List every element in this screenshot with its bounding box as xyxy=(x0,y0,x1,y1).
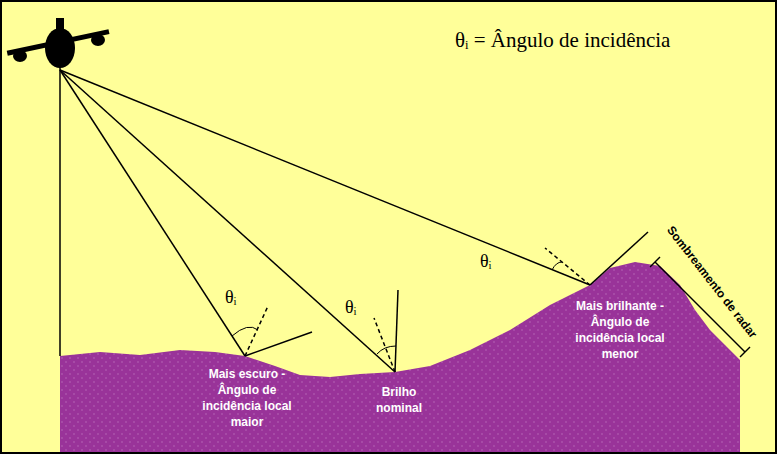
angle-symbol: θᵢ xyxy=(343,298,359,318)
formula-title: θᵢ = Ângulo de incidência xyxy=(455,28,670,53)
terrain-label: Mais escuro - Ângulo de incidência local… xyxy=(188,366,306,430)
terrain-label: Mais brilhante - Ângulo de incidência lo… xyxy=(560,298,680,362)
angle-symbol: θᵢ xyxy=(478,252,494,272)
angle-symbol: θᵢ xyxy=(223,288,239,308)
terrain-label: Brilho nominal xyxy=(358,384,440,416)
